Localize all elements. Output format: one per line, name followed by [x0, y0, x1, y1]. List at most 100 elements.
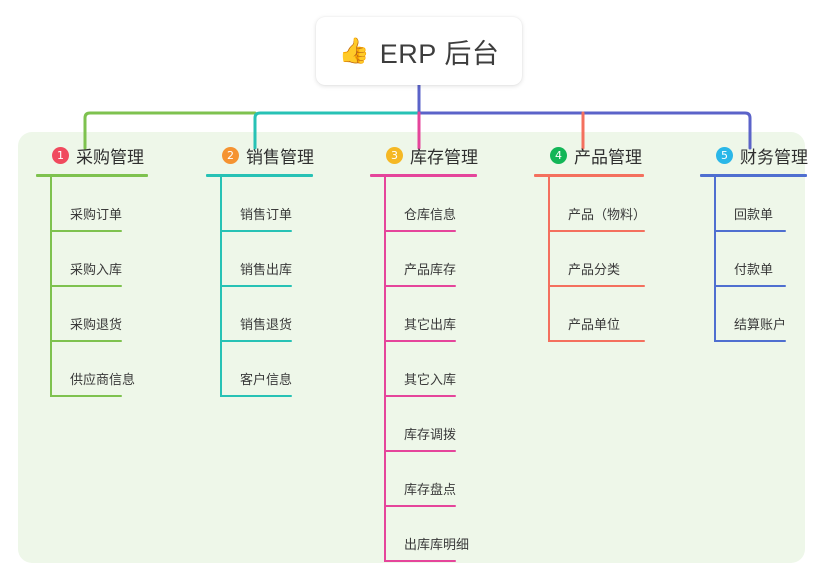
column-items-2: 销售订单销售出库销售退货客户信息 — [206, 177, 313, 397]
leaf-item[interactable]: 出库库明细 — [384, 507, 477, 562]
leaf-item-rule — [50, 285, 122, 287]
leaf-item[interactable]: 供应商信息 — [50, 342, 148, 397]
leaf-item-label: 产品单位 — [568, 317, 621, 332]
leaf-item[interactable]: 回款单 — [714, 177, 807, 232]
column-items-1: 采购订单采购入库采购退货供应商信息 — [36, 177, 148, 397]
leaf-item-rule — [384, 285, 456, 287]
leaf-item-label: 回款单 — [734, 207, 774, 222]
leaf-item-rule — [384, 395, 456, 397]
leaf-item[interactable]: 其它入库 — [384, 342, 477, 397]
leaf-item-rule — [384, 230, 456, 232]
column-1: 1 采购管理采购订单采购入库采购退货供应商信息 — [36, 143, 148, 397]
leaf-item-rule — [384, 450, 456, 452]
column-spine-4 — [548, 177, 550, 342]
leaf-item-rule — [548, 230, 645, 232]
leaf-item-label: 结算账户 — [734, 317, 787, 332]
leaf-item-rule — [220, 285, 292, 287]
column-badge-2: 2 — [222, 146, 239, 164]
column-5: 5 财务管理回款单付款单结算账户 — [700, 143, 808, 342]
leaf-item[interactable]: 仓库信息 — [384, 177, 477, 232]
leaf-item-label: 采购订单 — [70, 207, 123, 222]
leaf-item-label: 库存调拨 — [404, 427, 457, 442]
leaf-item[interactable]: 采购退货 — [50, 287, 148, 342]
column-title-4: 产品管理 — [574, 147, 642, 167]
leaf-item-label: 销售出库 — [240, 262, 293, 277]
root-node[interactable]: 👍 ERP 后台 — [316, 17, 522, 85]
leaf-item-label: 其它入库 — [404, 372, 457, 387]
column-rule-1 — [36, 174, 148, 177]
leaf-item[interactable]: 销售退货 — [220, 287, 313, 342]
leaf-item-rule — [384, 340, 456, 342]
leaf-item-label: 采购退货 — [70, 317, 123, 332]
leaf-item-label: 产品分类 — [568, 262, 621, 277]
leaf-item-label: 其它出库 — [404, 317, 457, 332]
leaf-item-label: 库存盘点 — [404, 482, 457, 497]
leaf-item[interactable]: 采购订单 — [50, 177, 148, 232]
leaf-item-rule — [714, 285, 786, 287]
column-badge-3: 3 — [386, 146, 403, 164]
column-rule-3 — [370, 174, 477, 177]
column-rule-2 — [206, 174, 313, 177]
column-items-4: 产品（物料） 产品分类产品单位 — [534, 177, 647, 342]
leaf-item[interactable]: 库存盘点 — [384, 452, 477, 507]
leaf-item-rule — [548, 340, 645, 342]
column-items-5: 回款单付款单结算账户 — [700, 177, 807, 342]
column-rule-4 — [534, 174, 644, 177]
leaf-item[interactable]: 产品分类 — [548, 232, 645, 287]
content-panel — [18, 132, 805, 563]
leaf-item[interactable]: 产品库存 — [384, 232, 477, 287]
column-title-2: 销售管理 — [246, 147, 314, 167]
leaf-item[interactable]: 销售订单 — [220, 177, 313, 232]
column-header-2[interactable]: 2 销售管理 — [206, 143, 314, 167]
leaf-item[interactable]: 产品单位 — [548, 287, 645, 342]
column-spine-3 — [384, 177, 386, 562]
leaf-item[interactable]: 付款单 — [714, 232, 807, 287]
leaf-item-rule — [220, 340, 292, 342]
leaf-item-label: 销售退货 — [240, 317, 293, 332]
leaf-item-rule — [714, 340, 786, 342]
leaf-item[interactable]: 采购入库 — [50, 232, 148, 287]
leaf-item[interactable]: 产品（物料） — [548, 177, 647, 232]
column-spine-5 — [714, 177, 716, 342]
leaf-item-rule — [384, 560, 456, 562]
column-title-3: 库存管理 — [410, 147, 478, 167]
column-spine-1 — [50, 177, 52, 397]
column-3: 3 库存管理仓库信息产品库存其它出库其它入库库存调拨库存盘点出库库明细 — [370, 143, 478, 562]
column-badge-5: 5 — [716, 146, 733, 164]
leaf-item-rule — [50, 230, 122, 232]
leaf-item-label: 仓库信息 — [404, 207, 457, 222]
leaf-item[interactable]: 库存调拨 — [384, 397, 477, 452]
leaf-item[interactable]: 销售出库 — [220, 232, 313, 287]
leaf-item-label: 产品库存 — [404, 262, 457, 277]
leaf-item[interactable]: 其它出库 — [384, 287, 477, 342]
leaf-item-label: 供应商信息 — [70, 372, 136, 387]
column-title-5: 财务管理 — [740, 147, 808, 167]
leaf-item[interactable]: 客户信息 — [220, 342, 313, 397]
leaf-item-rule — [220, 395, 292, 397]
leaf-item-label: 客户信息 — [240, 372, 293, 387]
column-badge-1: 1 — [52, 146, 69, 164]
leaf-item-rule — [50, 395, 122, 397]
root-node-content: 👍 ERP 后台 — [339, 32, 500, 71]
leaf-item-label: 采购入库 — [70, 262, 123, 277]
leaf-item-rule — [548, 285, 645, 287]
column-header-1[interactable]: 1 采购管理 — [36, 143, 148, 167]
leaf-item-rule — [50, 340, 122, 342]
leaf-item-label: 销售订单 — [240, 207, 293, 222]
thumbs-up-icon: 👍 — [338, 36, 370, 65]
leaf-item-rule — [714, 230, 786, 232]
column-header-5[interactable]: 5 财务管理 — [700, 143, 808, 167]
leaf-item-label: 出库库明细 — [404, 537, 470, 552]
leaf-item-label: 付款单 — [734, 262, 774, 277]
column-spine-2 — [220, 177, 222, 397]
column-rule-5 — [700, 174, 807, 177]
leaf-item-label: 产品（物料） — [568, 207, 647, 222]
leaf-item[interactable]: 结算账户 — [714, 287, 807, 342]
column-2: 2 销售管理销售订单销售出库销售退货客户信息 — [206, 143, 314, 397]
column-title-1: 采购管理 — [76, 147, 144, 167]
leaf-item-rule — [220, 230, 292, 232]
column-header-3[interactable]: 3 库存管理 — [370, 143, 478, 167]
